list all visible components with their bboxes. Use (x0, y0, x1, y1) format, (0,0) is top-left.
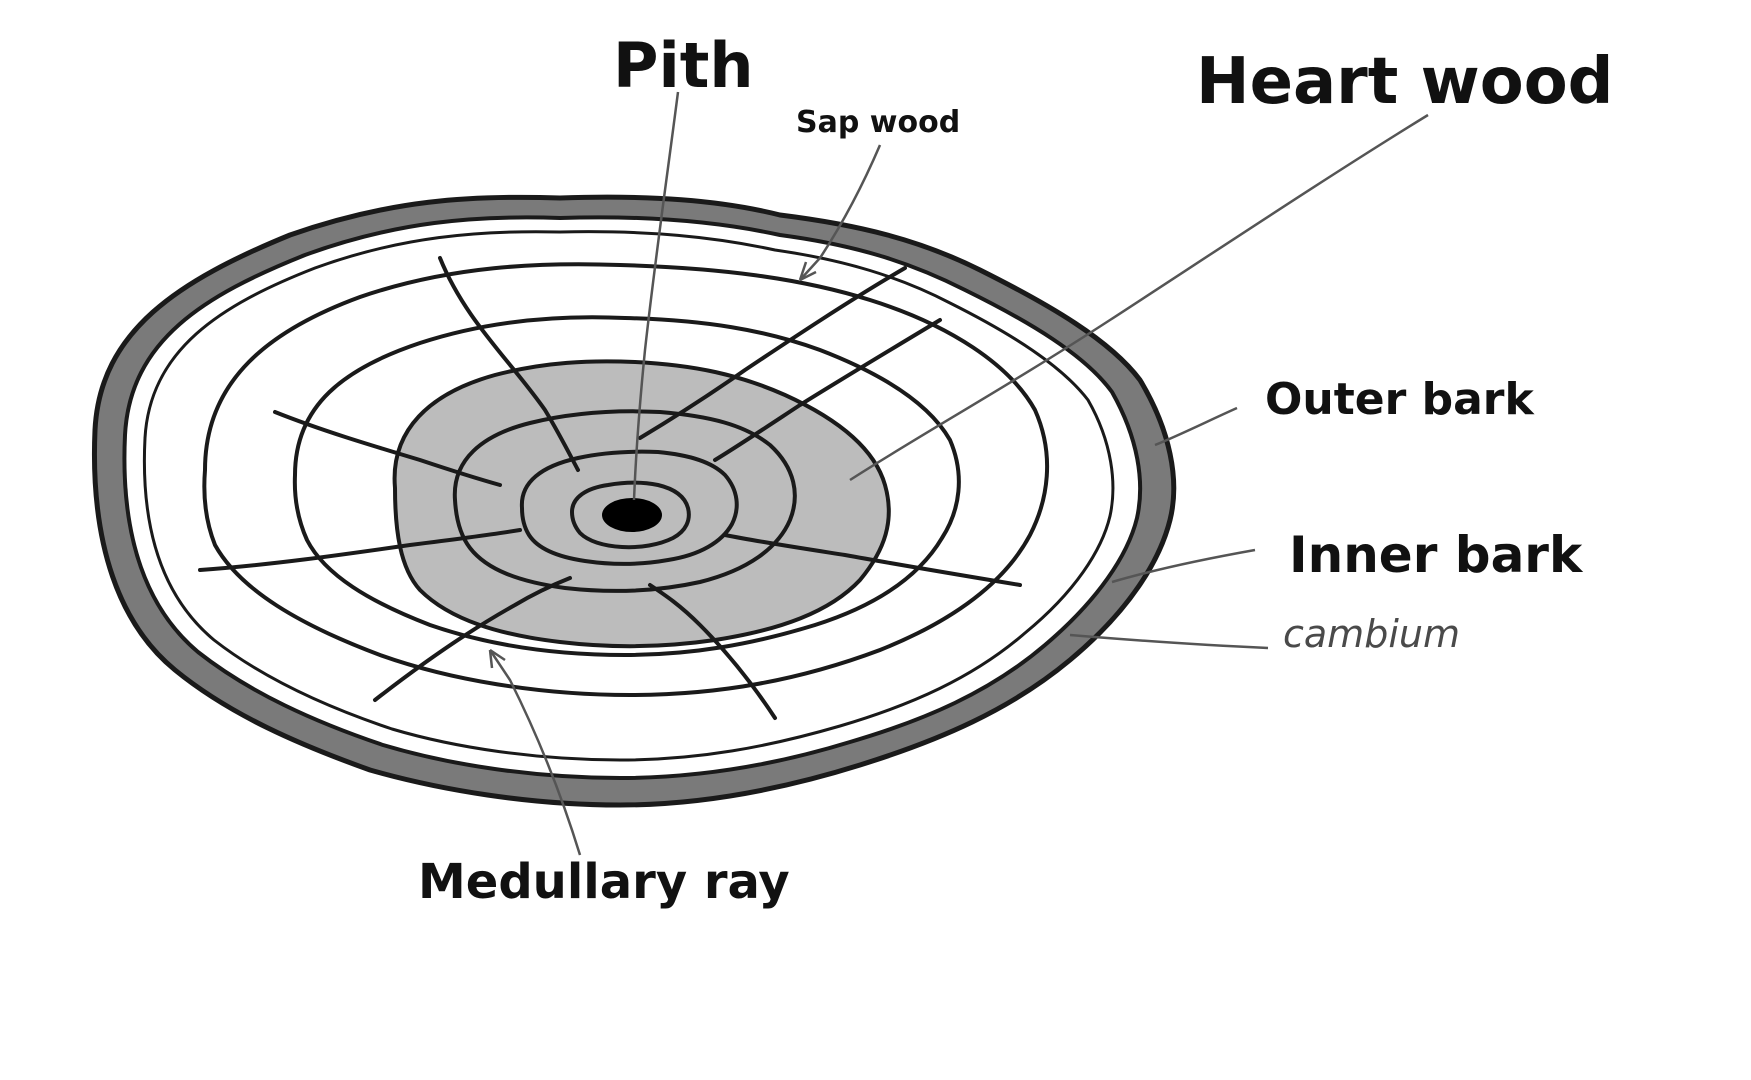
inner-bark-label: Inner bark (1289, 526, 1583, 584)
medullary-ray-line (273, 410, 502, 487)
cambium-label: cambium (1283, 612, 1460, 656)
medullary-ray-leader-line (488, 649, 582, 856)
medullary-rays (198, 256, 1022, 720)
pith-label: Pith (613, 29, 754, 102)
pith-leader-line (632, 91, 680, 501)
heart-wood-label: Heart wood (1196, 45, 1614, 119)
medullary-ray-line (438, 256, 580, 472)
growth-ring (519, 449, 739, 566)
outer-bark-label: Outer bark (1265, 374, 1534, 425)
pith-center (602, 498, 662, 532)
label-leader-lines (488, 91, 1429, 856)
cambium-leader-line (1069, 633, 1269, 650)
medullary-ray-line (373, 576, 572, 702)
growth-ring (452, 409, 797, 593)
sap-wood-arrowhead (798, 261, 817, 282)
medullary-ray-label: Medullary ray (418, 854, 790, 910)
outer-bark-leader-line (1154, 406, 1238, 447)
medullary-ray-line (648, 583, 777, 720)
growth-ring (202, 262, 1050, 698)
medullary-ray-line (723, 533, 1022, 587)
heartwood-growth-rings (452, 409, 797, 593)
growth-ring (569, 480, 691, 550)
heart-wood-leader-line (849, 113, 1429, 482)
medullary-ray-line (638, 266, 907, 440)
inner-bark-leader-line (1111, 548, 1256, 584)
medullary-ray-line (713, 318, 942, 462)
sapwood-growth-rings (202, 262, 1050, 698)
medullary-ray-line (198, 528, 522, 572)
growth-ring (292, 315, 961, 658)
medullary-ray-arrowhead (488, 648, 506, 669)
sap-wood-leader-line (799, 144, 882, 281)
sap-wood-label: Sap wood (796, 105, 961, 140)
